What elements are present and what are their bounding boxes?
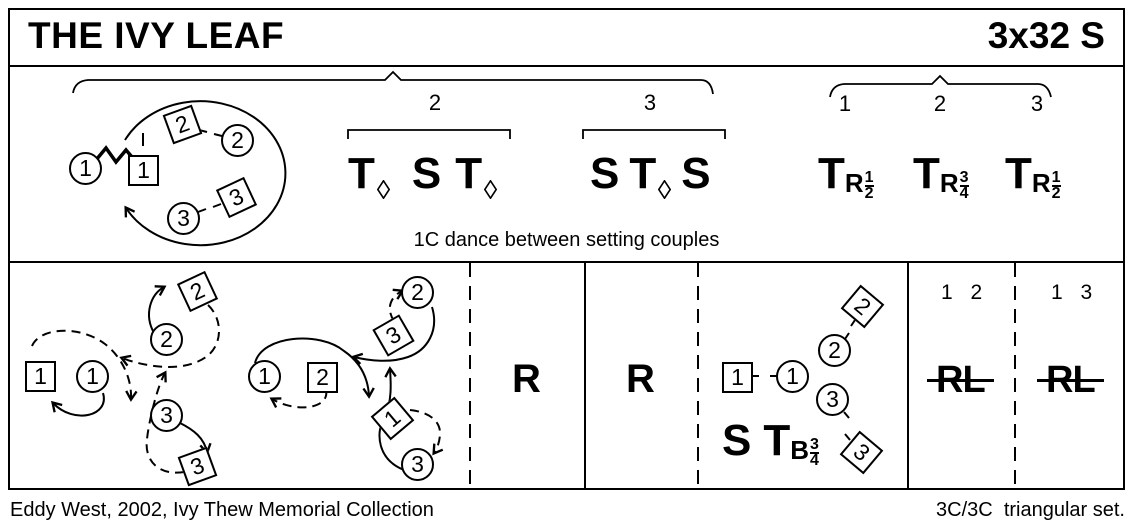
fraction-numerator: 1 [1051, 169, 1061, 186]
turn-bar-label-2: 2 [933, 91, 947, 116]
bar-divider-dashed [1014, 263, 1016, 488]
turn-bar-label-1: 1 [838, 91, 852, 116]
turn-symbol: T [818, 149, 845, 198]
set-dancer-m1: 1 [128, 155, 159, 186]
fraction-denominator: 2 [864, 185, 874, 202]
repeat-marker: R [512, 357, 541, 401]
set-type-info: 3C/3C triangular set. [936, 499, 1125, 521]
turn-symbol: T [455, 149, 483, 198]
fig2-dancer-w3: 3 [401, 448, 434, 481]
section-divider-line [8, 261, 1125, 263]
hand-symbol: R [939, 168, 959, 198]
fraction-denominator: 4 [810, 452, 819, 469]
instruction-caption: 1C dance between setting couples [413, 229, 720, 251]
turn-bar-label-3: 3 [1030, 91, 1044, 116]
turn-symbol: T [763, 416, 791, 465]
dance-title: THE IVY LEAF [28, 15, 285, 56]
fig2-dancer-m2: 2 [307, 362, 338, 393]
couples-label-12: 1 2 [941, 281, 983, 304]
bar-divider-solid [584, 263, 586, 488]
phrase-label-2: 2 [428, 90, 442, 115]
title-divider-line [8, 65, 1125, 67]
fraction-numerator: 1 [864, 169, 874, 186]
diamond-icon [658, 180, 672, 199]
turn-right-half: T R 1 2 [1005, 149, 1061, 202]
fraction-numerator: 3 [810, 436, 819, 453]
fig4-dancer-w2: 2 [818, 334, 851, 367]
deviser-credit: Eddy West, 2002, Ivy Thew Memorial Colle… [10, 499, 434, 521]
turn-symbol: T [629, 149, 657, 198]
set-dancer-w2: 2 [221, 124, 254, 157]
fig2-dancer-w2: 2 [401, 276, 434, 309]
set-symbol: S [722, 416, 752, 465]
turn-right-half: T R 1 2 [818, 149, 874, 202]
fraction-denominator: 4 [959, 185, 969, 202]
set-dancer-w1: 1 [69, 152, 102, 185]
fig4-dancer-m1: 1 [722, 362, 753, 393]
bar-divider-dashed [697, 263, 699, 488]
bar-divider-solid [907, 263, 909, 488]
diamond-icon [376, 180, 390, 199]
figure-group-3: S T S [590, 149, 711, 199]
turn-symbol: T [348, 149, 375, 198]
phrase-label-3: 3 [643, 90, 657, 115]
fig1-dancer-w1: 1 [76, 360, 109, 393]
turn-symbol: T [913, 149, 940, 198]
set-symbol: S [590, 149, 620, 198]
repeat-info: 3x32 S [987, 15, 1105, 56]
hand-symbol: B [790, 435, 810, 465]
bar-divider-dashed [469, 263, 471, 488]
diagram-frame [8, 8, 1125, 490]
fraction-denominator: 2 [1051, 185, 1061, 202]
figure-group-2: T S T [348, 149, 498, 199]
couples-label-13: 1 3 [1051, 281, 1093, 304]
set-dancer-w3: 3 [167, 202, 200, 235]
fraction-numerator: 3 [959, 169, 969, 186]
diamond-icon [484, 180, 498, 199]
figure-4-label: S T B 3 4 [722, 416, 819, 469]
hand-symbol: R [1031, 168, 1051, 198]
fig1-dancer-w3: 3 [150, 399, 183, 432]
rights-and-lefts-symbol: RL [927, 359, 994, 401]
fig1-dancer-w2: 2 [150, 323, 183, 356]
turn-right-threequarter: T R 3 4 [913, 149, 969, 202]
fig1-dancer-m1: 1 [25, 361, 56, 392]
turn-symbol: T [1005, 149, 1032, 198]
set-symbol: S [681, 149, 711, 198]
set-symbol: S [411, 149, 442, 198]
fig4-dancer-w3: 3 [816, 383, 849, 416]
rights-and-lefts-symbol: RL [1037, 359, 1104, 401]
fig4-dancer-w1: 1 [776, 360, 809, 393]
repeat-marker: R [626, 357, 655, 401]
fig2-dancer-w1: 1 [248, 360, 281, 393]
hand-symbol: R [844, 168, 864, 198]
